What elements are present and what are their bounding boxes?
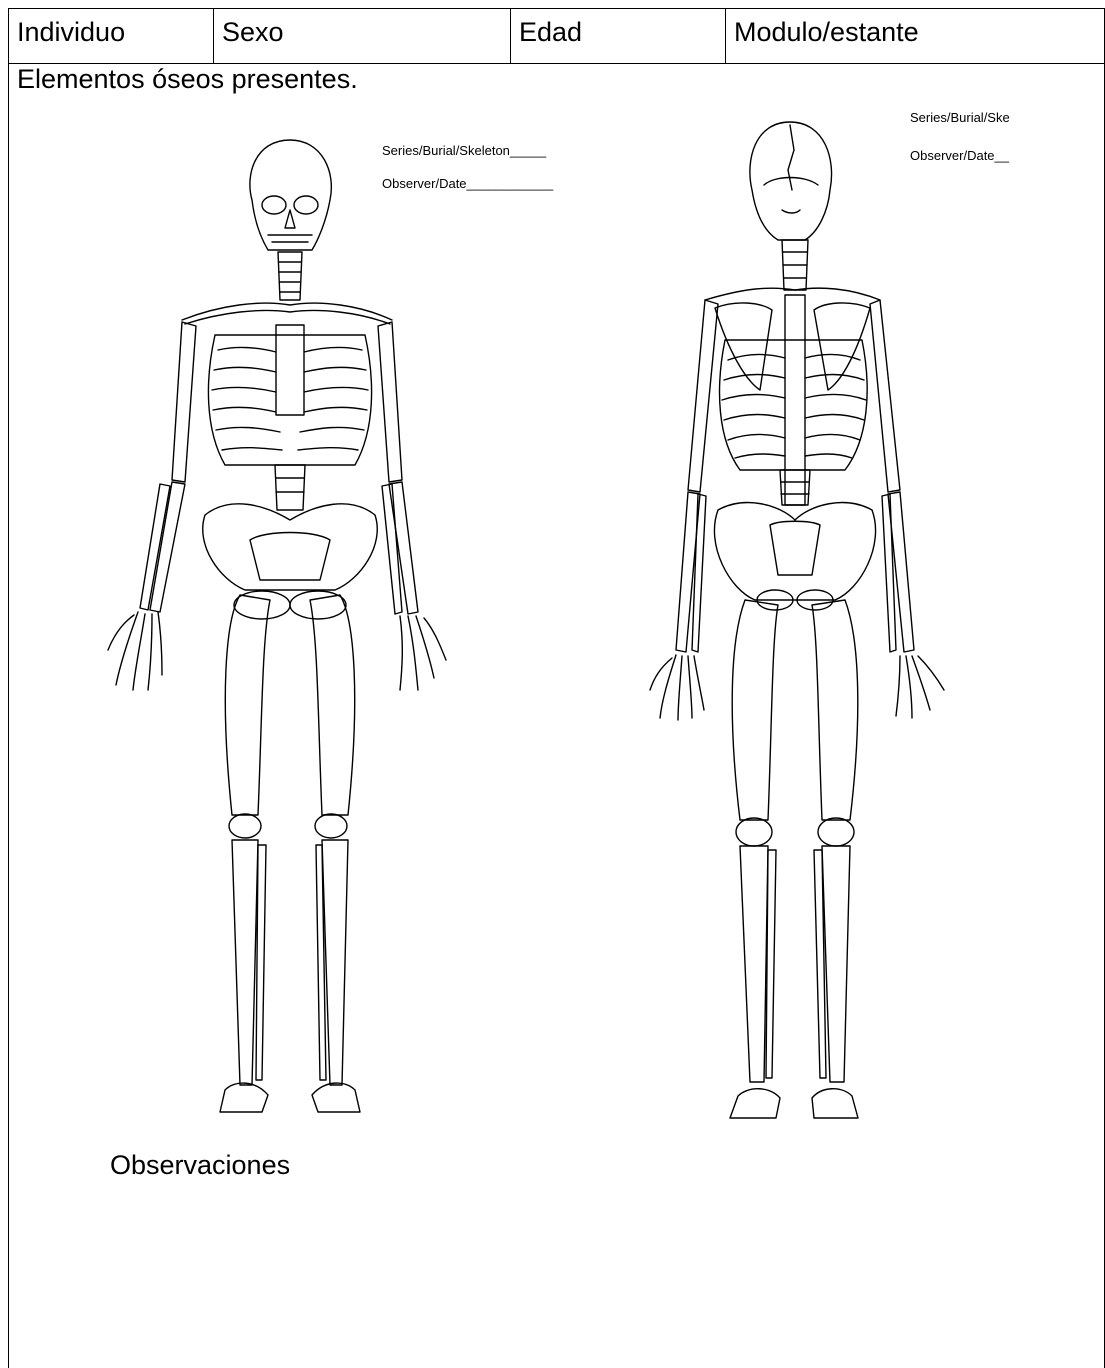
back-observer-label: Observer/Date__ xyxy=(910,148,1010,163)
front-series-label: Series/Burial/Skeleton_____ xyxy=(382,143,547,158)
skeleton-front-figure xyxy=(108,140,446,1112)
front-observer-label: Observer/Date____________ xyxy=(382,176,554,191)
back-series-label: Series/Burial/Ske xyxy=(910,110,1010,125)
skeleton-back-figure xyxy=(650,122,944,1118)
